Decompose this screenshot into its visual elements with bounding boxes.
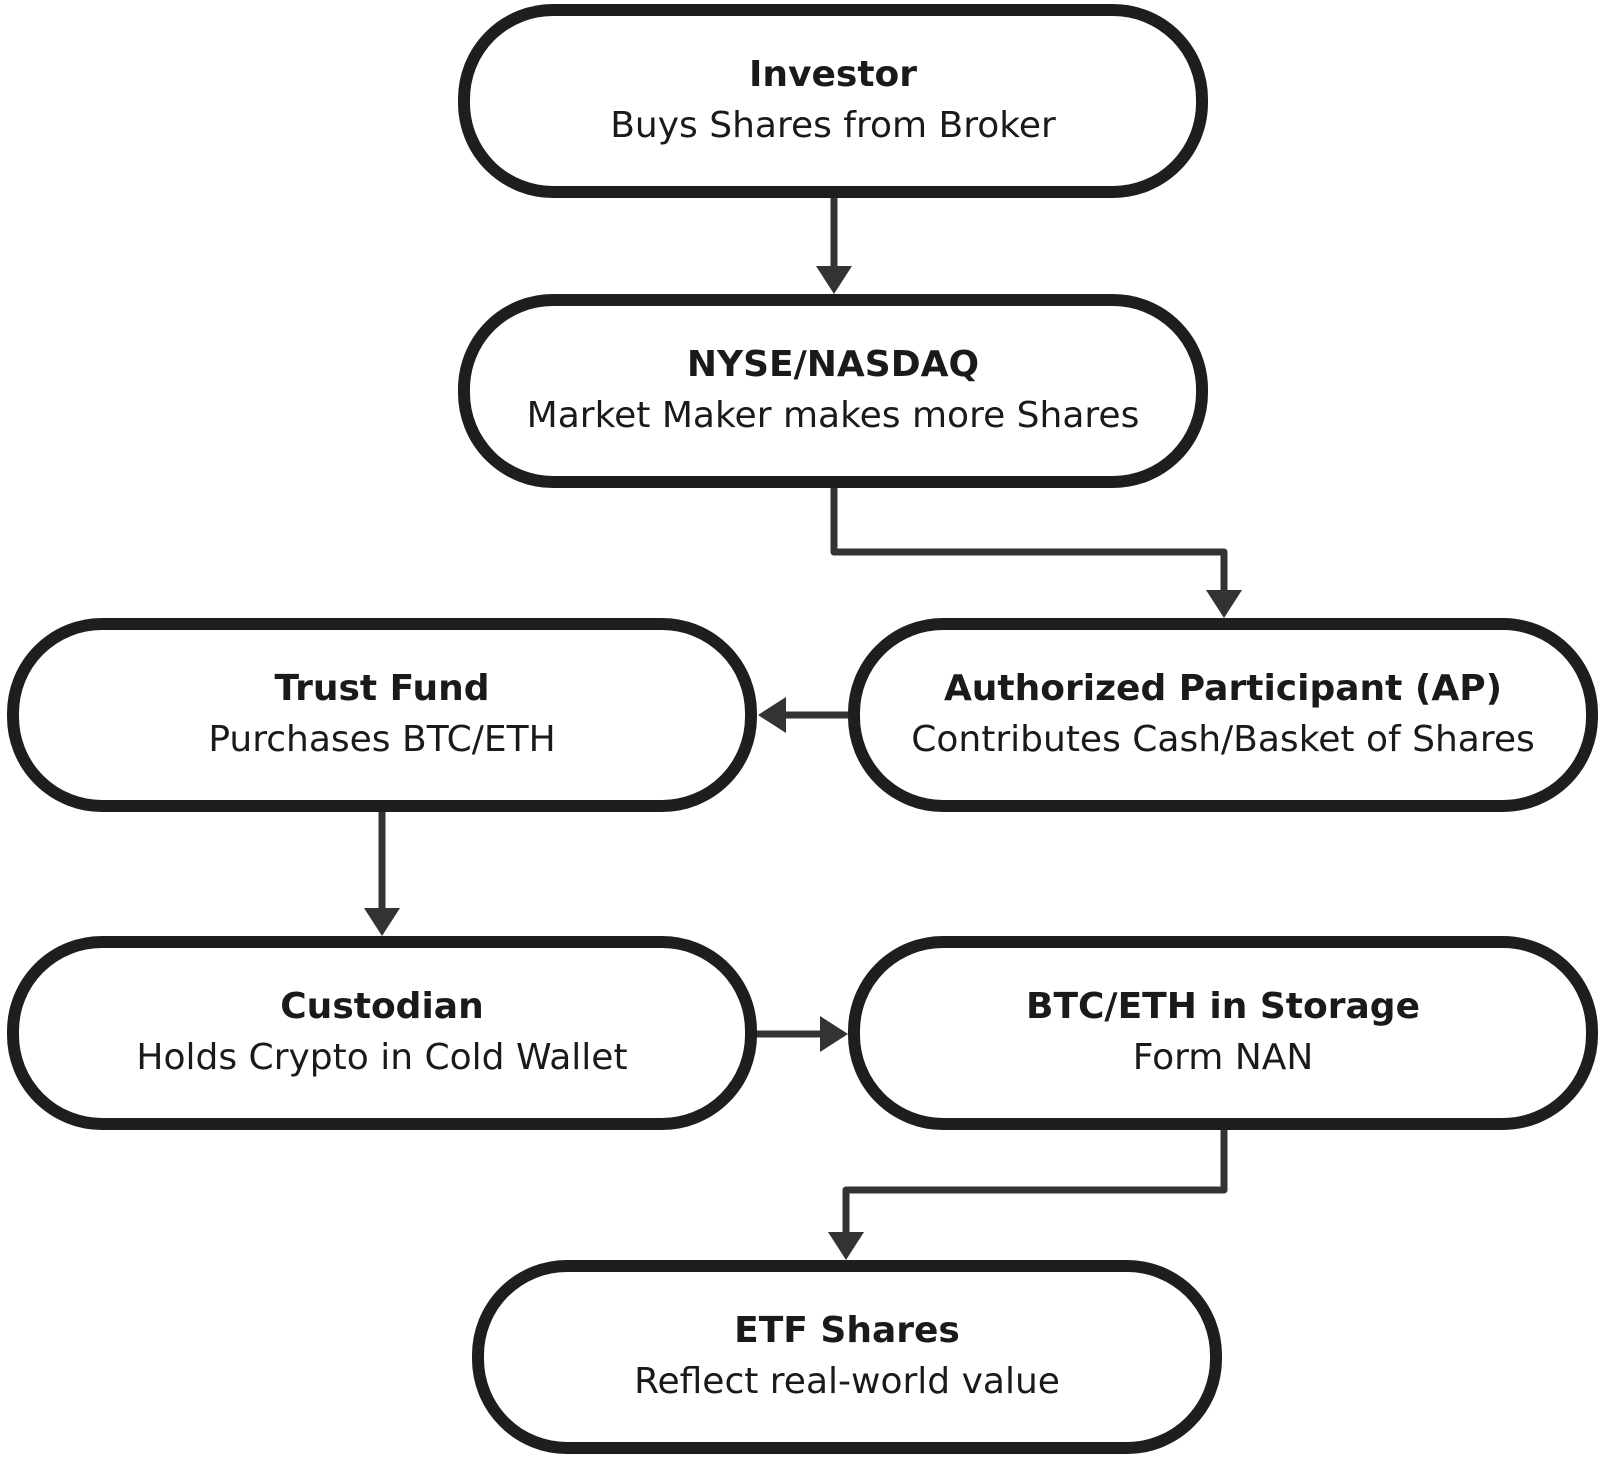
node-storage: BTC/ETH in Storage Form NAN bbox=[848, 936, 1598, 1130]
node-exchange: NYSE/NASDAQ Market Maker makes more Shar… bbox=[458, 294, 1208, 488]
node-authorized-participant-subtitle: Contributes Cash/Basket of Shares bbox=[911, 719, 1535, 760]
node-investor-subtitle: Buys Shares from Broker bbox=[610, 105, 1056, 146]
node-custodian-subtitle: Holds Crypto in Cold Wallet bbox=[136, 1037, 628, 1078]
edge-ap-to-trust bbox=[758, 697, 852, 733]
node-etf-shares: ETF Shares Reflect real-world value bbox=[472, 1260, 1222, 1454]
node-etf-shares-title: ETF Shares bbox=[734, 1310, 960, 1351]
edge-custodian-to-storage bbox=[753, 1016, 848, 1052]
edge-investor-to-exchange bbox=[816, 194, 852, 294]
node-authorized-participant-title: Authorized Participant (AP) bbox=[943, 668, 1503, 709]
node-investor-title: Investor bbox=[748, 54, 918, 95]
node-custodian: Custodian Holds Crypto in Cold Wallet bbox=[7, 936, 757, 1130]
node-etf-shares-subtitle: Reflect real-world value bbox=[634, 1361, 1060, 1402]
node-exchange-title: NYSE/NASDAQ bbox=[686, 344, 980, 385]
node-exchange-subtitle: Market Maker makes more Shares bbox=[526, 395, 1140, 436]
edge-trust-to-custodian bbox=[364, 808, 400, 936]
edge-storage-to-etf bbox=[828, 1126, 1228, 1260]
node-storage-title: BTC/ETH in Storage bbox=[1026, 986, 1420, 1027]
node-investor: Investor Buys Shares from Broker bbox=[458, 4, 1208, 198]
node-authorized-participant: Authorized Participant (AP) Contributes … bbox=[848, 618, 1598, 812]
edge-exchange-to-ap bbox=[830, 484, 1242, 618]
node-trust-fund-title: Trust Fund bbox=[274, 668, 490, 709]
node-storage-subtitle: Form NAN bbox=[1132, 1037, 1314, 1078]
node-trust-fund: Trust Fund Purchases BTC/ETH bbox=[7, 618, 757, 812]
node-trust-fund-subtitle: Purchases BTC/ETH bbox=[208, 719, 556, 760]
node-custodian-title: Custodian bbox=[280, 986, 484, 1027]
